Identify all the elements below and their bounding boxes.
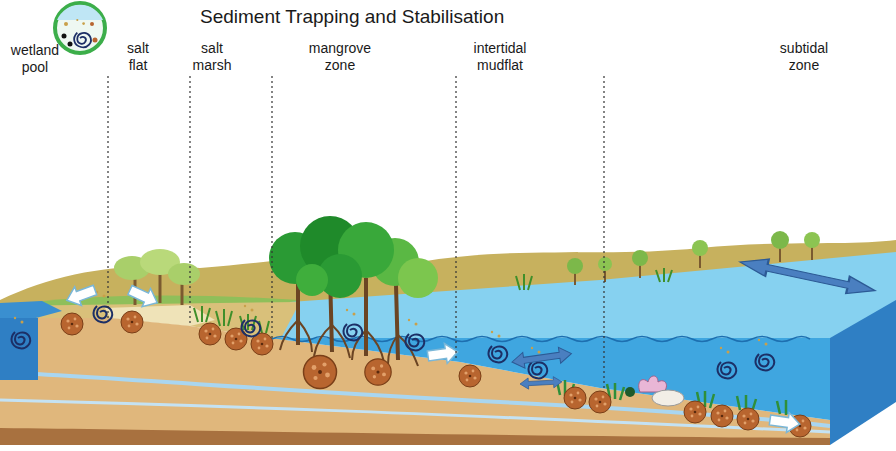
background-trees [692,240,708,256]
inset-icon [90,22,94,26]
flow-arrows [63,281,98,310]
mangrove-trees [398,258,438,298]
sediment-spirals [756,339,775,371]
zone-label: subtidal zone [771,40,837,74]
zone-divider [189,76,190,326]
seagrass [652,390,684,406]
inset-icon [74,19,91,47]
diagram-title: Sediment Trapping and Stabilisation [200,6,504,29]
salt-flat-trees [168,263,200,285]
sediment-balls [225,328,247,350]
salt-flat-trees [114,249,200,305]
zone-divider [107,76,108,318]
sediment-balls [121,311,143,333]
background-trees [804,232,820,248]
sediment-spirals [489,331,508,363]
sediment-balls [737,408,759,430]
inset-icon [57,5,103,20]
sediment-balls [459,365,481,387]
flow-arrows [769,410,801,434]
water-side [830,300,896,445]
sediment-balls [564,387,586,409]
sediment-balls [199,323,221,345]
zone-label: wetland pool [4,42,66,76]
background-trees [598,257,612,271]
zone-label: mangrove zone [304,40,376,74]
seagrass [625,387,635,397]
background-trees [771,231,789,249]
mangrove-trees [296,264,328,296]
flow-arrows [520,376,563,389]
zone-divider [455,76,456,361]
sediment-layer [0,428,830,445]
sediment-spirals [12,317,31,349]
sediment-balls [304,356,337,389]
sediment-balls [684,401,706,423]
seagrass [639,376,667,392]
inset-icon [68,42,73,47]
flow-arrows [126,281,162,312]
flow-arrows [511,346,573,370]
zone-divider [271,76,272,338]
flow-arrows [63,253,876,434]
background-trees [516,231,820,290]
sediment-spirals [344,309,363,341]
sediment-balls [61,313,83,335]
mangrove-trees [269,216,438,366]
sediment-balls [711,405,733,427]
sediment-spirals [718,347,737,379]
inset-icon [55,3,105,53]
inset-icon [93,38,98,43]
sediment-spirals [242,305,261,337]
zone-label: salt marsh [189,40,235,74]
zone-label: salt flat [118,40,158,74]
inset-icon [62,34,67,39]
flow-arrows [427,342,459,366]
sediment-balls [365,359,391,385]
sediment-block [0,318,830,445]
wetland-pool [0,301,62,318]
inset-icon [64,22,68,26]
zone-label: intertidal mudflat [464,40,536,74]
sediment-balls [61,311,811,437]
sediment-balls [589,391,611,413]
sediment-spirals [12,291,775,379]
background-trees [632,250,648,266]
background-trees [567,258,583,274]
inset-icon [55,3,105,53]
zone-divider [108,76,604,388]
flow-arrows [738,253,877,299]
background-trees [516,268,672,290]
sediment-spirals [406,319,425,351]
zone-divider [603,76,604,388]
